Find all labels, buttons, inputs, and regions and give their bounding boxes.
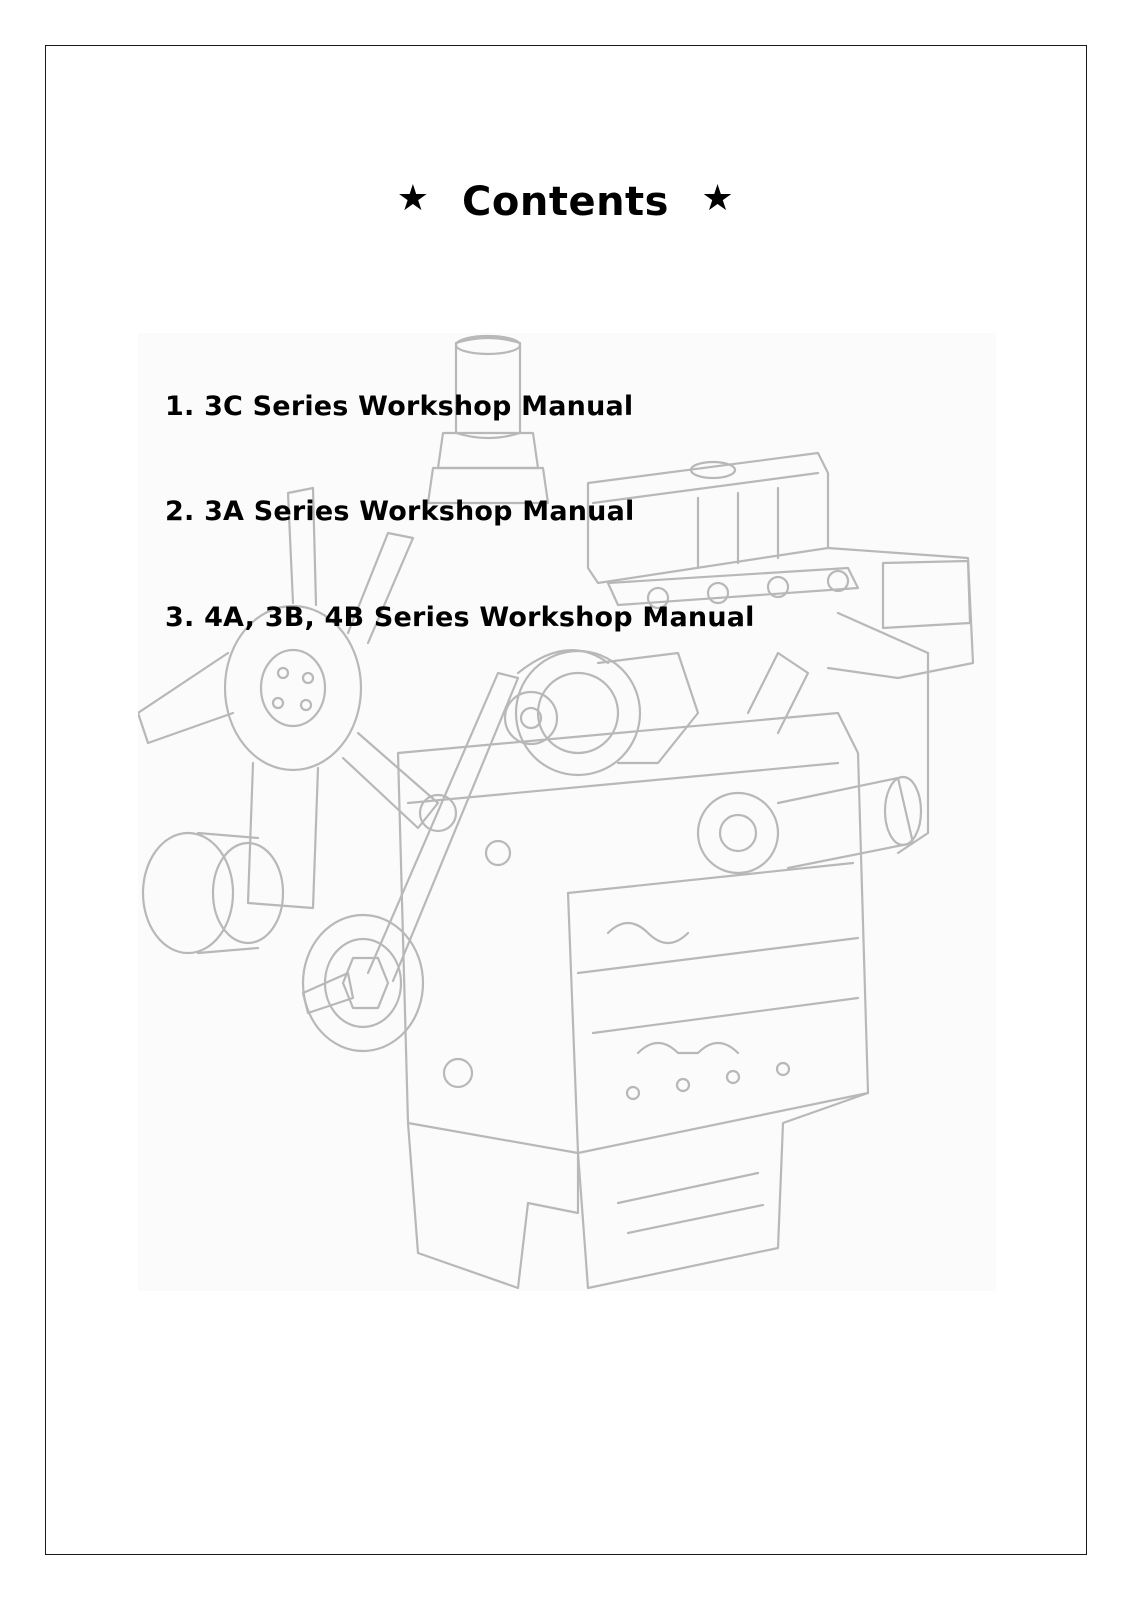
page-title: ★ Contents ★ [0, 172, 1131, 230]
toc-item-label: 3A Series Workshop Manual [204, 496, 635, 527]
toc-item-label: 3C Series Workshop Manual [204, 391, 634, 422]
toc-item-3c-series[interactable]: 1. 3C Series Workshop Manual [165, 389, 633, 425]
toc-item-3a-series[interactable]: 2. 3A Series Workshop Manual [165, 494, 634, 530]
toc-item-number: 3. [165, 602, 195, 633]
engine-illustration [138, 333, 996, 1291]
page-border [45, 45, 1087, 1555]
toc-item-4a-3b-4b-series[interactable]: 3. 4A, 3B, 4B Series Workshop Manual [165, 600, 755, 636]
star-icon-left: ★ [396, 178, 430, 219]
toc-item-label: 4A, 3B, 4B Series Workshop Manual [204, 602, 755, 633]
title-text: Contents [462, 179, 669, 225]
star-icon-right: ★ [701, 178, 735, 219]
toc-item-number: 1. [165, 391, 195, 422]
toc-item-number: 2. [165, 496, 195, 527]
